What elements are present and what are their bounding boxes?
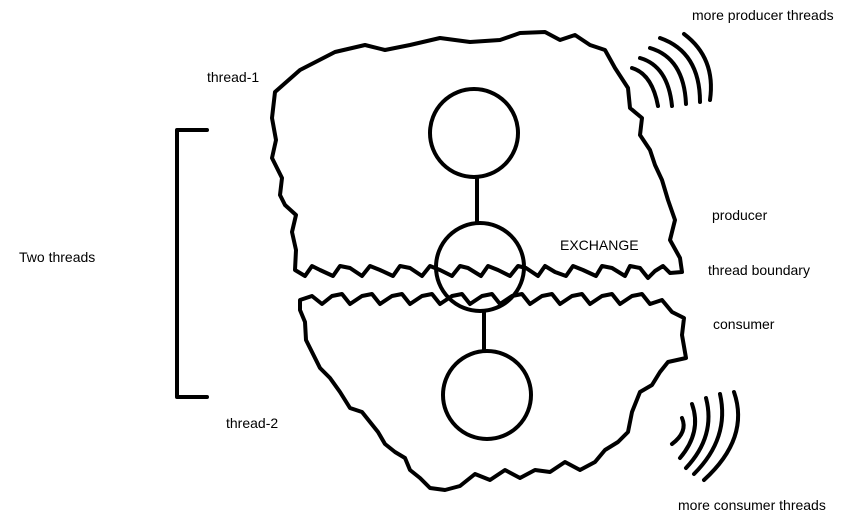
- thread-2-region: [298, 292, 688, 492]
- two-threads-bracket: [175, 128, 209, 399]
- thread-1-region: [270, 30, 684, 280]
- more-consumer-threads-arcs: [670, 390, 741, 482]
- exchange-node: [434, 221, 526, 313]
- thread-1-label: thread-1: [207, 69, 260, 85]
- thread-boundary-label: thread boundary: [708, 262, 810, 278]
- consumer-node: [441, 349, 533, 441]
- consumer-label: consumer: [713, 316, 775, 332]
- two-threads-label: Two threads: [19, 249, 96, 265]
- producer-node: [428, 87, 520, 179]
- more-producer-threads-arcs: [630, 32, 713, 108]
- producer-label: producer: [712, 207, 768, 223]
- more-producer-threads-label: more producer threads: [692, 7, 834, 23]
- more-consumer-threads-label: more consumer threads: [678, 497, 826, 513]
- exchange-label: EXCHANGE: [560, 237, 639, 253]
- thread-2-label: thread-2: [226, 415, 279, 431]
